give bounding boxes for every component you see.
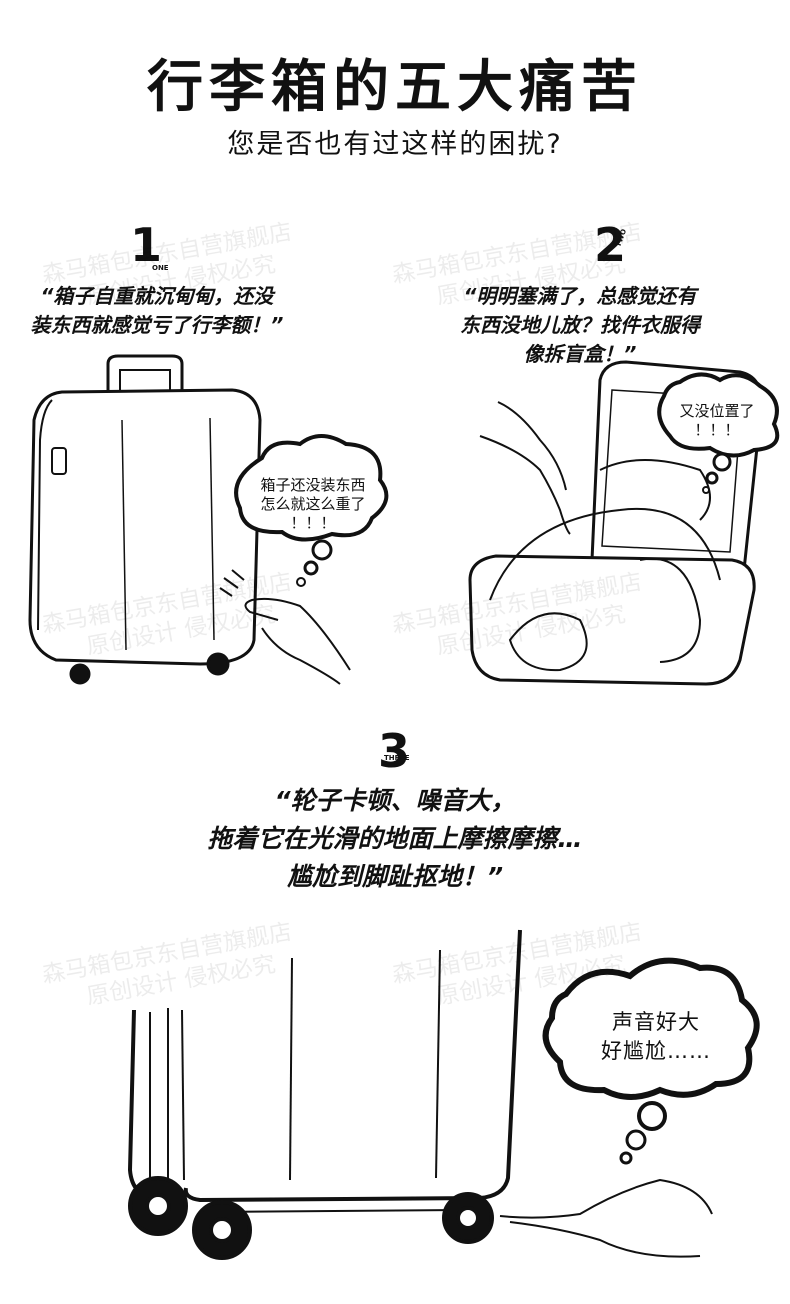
bubble-line: ！！！ xyxy=(290,514,336,532)
panel-2-bubble-text: 又没位置了 ！！！ xyxy=(664,402,770,440)
hand-illustration-1 xyxy=(219,569,351,685)
panel-3-bubble-text: 声音好大 好尴尬…… xyxy=(566,1008,746,1066)
page-subtitle: 您是否也有过这样的困扰? xyxy=(227,129,563,160)
panel-2-number: 2 xyxy=(594,218,627,272)
hand-illustration-3 xyxy=(499,1178,713,1258)
panel-3-quote: “轮子卡顿、噪音大， 拖着它在光滑的地面上摩擦摩擦… 尴尬到脚趾抠地！” xyxy=(95,782,695,896)
panel-1-number: 1 xyxy=(130,218,163,272)
suitcase-illustration-1 xyxy=(28,354,262,685)
panel-3-number-caption: THREE xyxy=(384,754,410,762)
quote-line: 装东西就感觉亏了行李额！” xyxy=(30,313,284,337)
panel-1-quote: “箱子自重就沉甸甸，还没 装东西就感觉亏了行李额！” xyxy=(2,282,312,340)
quote-line: 拖着它在光滑的地面上摩擦摩擦… xyxy=(207,824,583,853)
panel-1-number-caption: ONE xyxy=(152,264,169,272)
quote-line: 尴尬到脚趾抠地！” xyxy=(286,862,504,891)
bubble-line: 又没位置了 xyxy=(679,402,755,420)
thought-bubble-2 xyxy=(657,372,780,494)
quote-line: 东西没地儿放？找件衣服得 xyxy=(460,313,700,337)
thought-bubble-3 xyxy=(542,957,760,1165)
bubble-line: ！！！ xyxy=(694,421,740,439)
quote-line: “轮子卡顿、噪音大， xyxy=(274,786,516,815)
bubble-line: 箱子还没装东西 xyxy=(260,476,366,494)
bubble-line: 好尴尬…… xyxy=(601,1039,711,1063)
panel-3-number: 3 xyxy=(378,724,411,778)
quote-line: “箱子自重就沉甸甸，还没 xyxy=(40,284,274,308)
bubble-line: 怎么就这么重了 xyxy=(260,495,366,513)
page-title: 行李箱的五大痛苦 xyxy=(147,55,643,120)
hand-illustration-2 xyxy=(479,401,571,535)
quote-line: “明明塞满了，总感觉还有 xyxy=(463,284,697,308)
panel-1-bubble-text: 箱子还没装东西 怎么就这么重了 ！！！ xyxy=(248,476,378,533)
bubble-line: 声音好大 xyxy=(612,1010,700,1034)
suitcase-illustration-3 xyxy=(127,929,522,1260)
panel-2-quote: “明明塞满了，总感觉还有 东西没地儿放？找件衣服得 像拆盲盒！” xyxy=(420,282,740,369)
quote-line: 像拆盲盒！” xyxy=(523,342,637,366)
thought-bubble-1 xyxy=(234,434,389,587)
